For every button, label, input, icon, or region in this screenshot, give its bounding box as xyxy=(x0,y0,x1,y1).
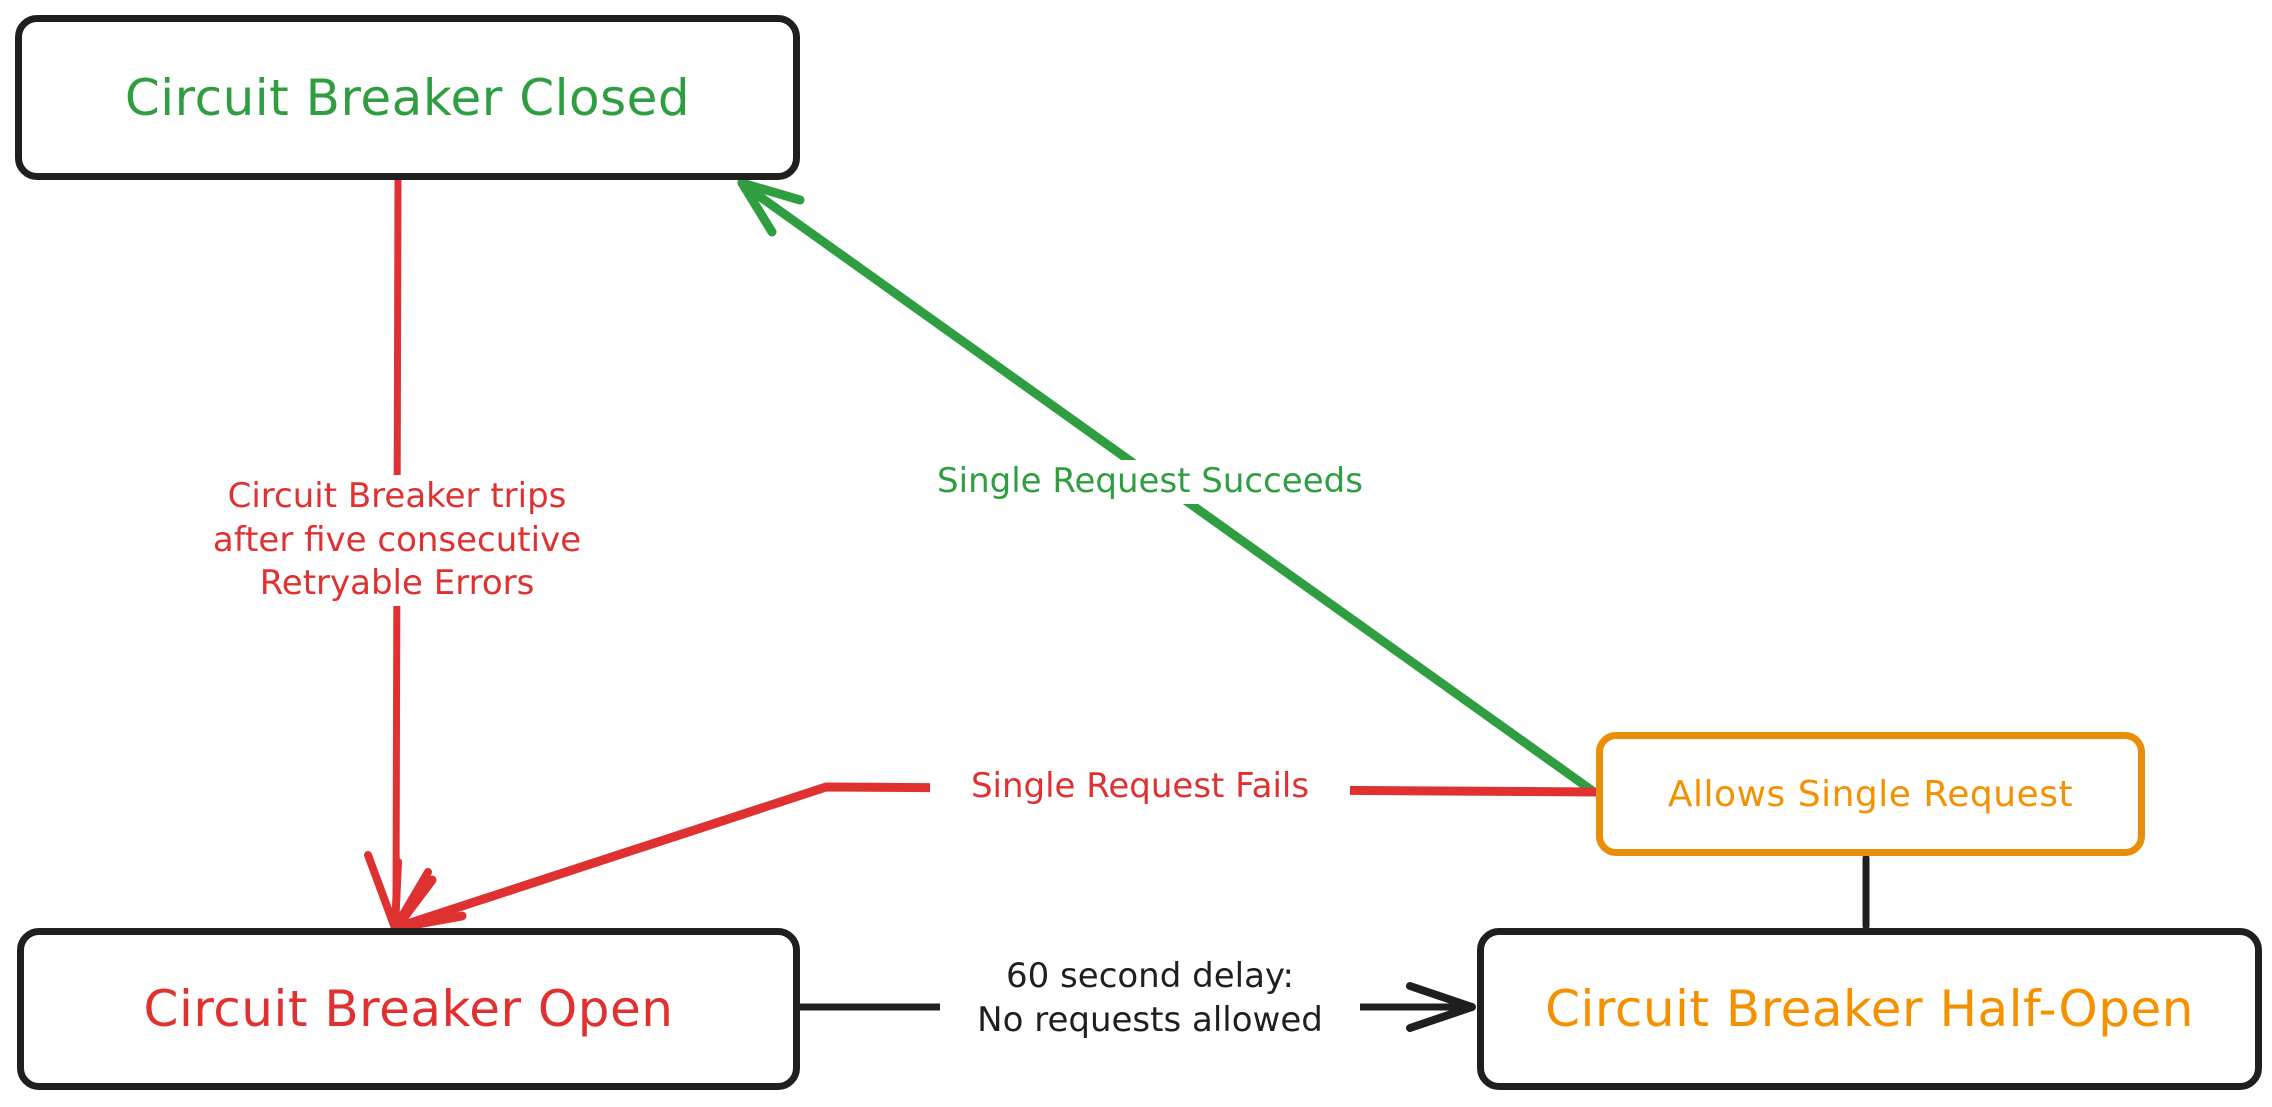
edge-label-open-to-half-open: 60 second delay: No requests allowed xyxy=(940,955,1360,1043)
edge-label-closed-to-open: Circuit Breaker trips after five consecu… xyxy=(172,475,622,606)
node-circuit-breaker-closed[interactable]: Circuit Breaker Closed xyxy=(15,15,800,180)
node-label-allows-single-request: Allows Single Request xyxy=(1667,773,2074,815)
edge-label-allows-to-closed: Single Request Succeeds xyxy=(900,460,1400,504)
node-label-half-open: Circuit Breaker Half-Open xyxy=(1545,980,2194,1038)
node-label-open: Circuit Breaker Open xyxy=(143,980,674,1038)
node-allows-single-request[interactable]: Allows Single Request xyxy=(1596,732,2145,856)
node-circuit-breaker-half-open[interactable]: Circuit Breaker Half-Open xyxy=(1477,928,2262,1090)
node-circuit-breaker-open[interactable]: Circuit Breaker Open xyxy=(17,928,800,1090)
node-label-closed: Circuit Breaker Closed xyxy=(124,68,691,127)
edge-label-allows-to-open: Single Request Fails xyxy=(930,765,1350,809)
